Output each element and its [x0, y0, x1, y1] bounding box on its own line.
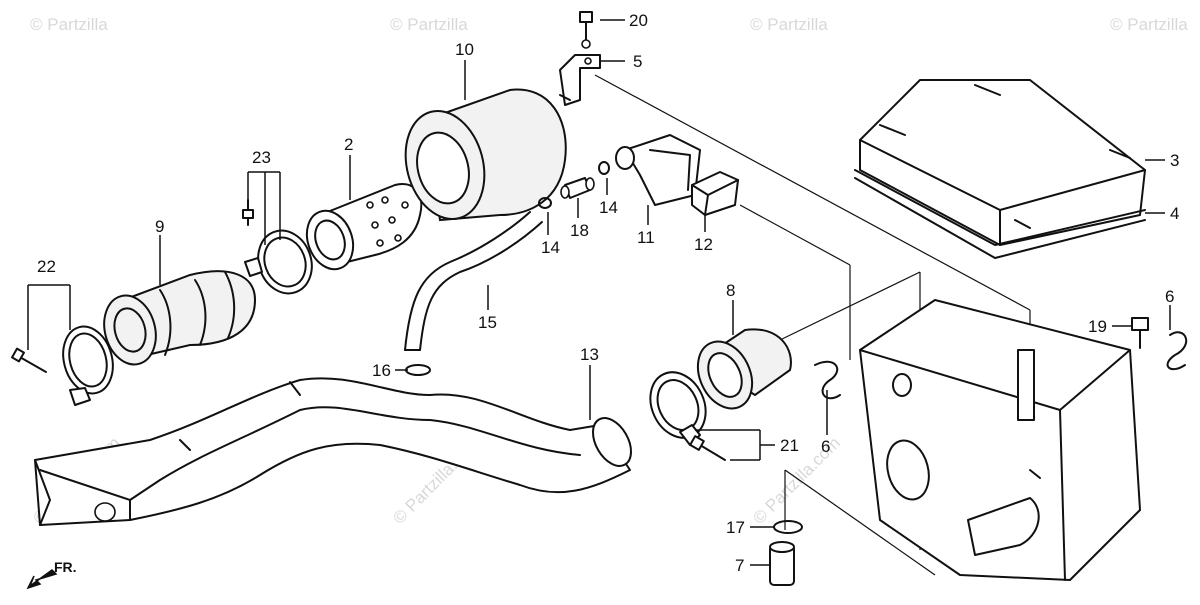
spring-clip-2	[1166, 331, 1188, 371]
case-bolt	[1131, 317, 1149, 349]
spring-clip	[814, 360, 841, 400]
callout-21: 21	[780, 436, 799, 455]
callout-10: 10	[455, 40, 474, 59]
callout-14: 14	[599, 198, 618, 217]
callout-11: 11	[637, 228, 655, 247]
air-cleaner-case	[859, 299, 1141, 581]
front-direction-indicator: FR.	[26, 559, 77, 590]
callout-12: 12	[694, 235, 713, 254]
front-label: FR.	[54, 559, 77, 575]
leader-lines	[27, 19, 1171, 566]
mounting-bracket	[559, 54, 601, 106]
front-arrow-icon	[26, 569, 58, 590]
clamp-screw-2	[242, 199, 254, 226]
callout-2: 2	[344, 135, 353, 154]
clamp-screw	[11, 347, 47, 373]
element-holder	[305, 183, 423, 271]
intake-duct	[34, 377, 632, 526]
valve-housing	[615, 134, 701, 206]
tube-clip	[405, 364, 431, 376]
watermark: © Partzilla	[390, 15, 468, 34]
drain-plug	[769, 541, 795, 586]
callout-13: 13	[580, 345, 599, 364]
callout-8: 8	[726, 281, 735, 300]
hose-clamp-3	[649, 371, 707, 446]
hose-fitting	[560, 177, 595, 199]
callout-3: 3	[1170, 151, 1179, 170]
callout-20: 20	[629, 11, 648, 30]
callout-6: 6	[821, 437, 830, 456]
callout-7: 7	[735, 556, 744, 575]
callout-17: 17	[726, 518, 745, 537]
air-filter-element	[404, 88, 567, 222]
hose-clamp-2	[244, 229, 313, 295]
foam-pad	[691, 171, 739, 216]
callout-14: 14	[541, 238, 560, 257]
callout-22: 22	[37, 257, 56, 276]
connecting-tube	[696, 328, 792, 410]
callout-23: 23	[252, 148, 271, 167]
callout-5: 5	[633, 52, 642, 71]
air-cleaner-cover	[859, 79, 1146, 246]
callout-9: 9	[155, 217, 164, 236]
callout-19: 19	[1088, 317, 1107, 336]
cover-gasket	[854, 169, 1146, 259]
hose-clip	[538, 197, 552, 209]
clamp-screw-3	[689, 435, 726, 461]
callout-6: 6	[1165, 287, 1174, 306]
callout-numbers: 20 5 10 3 4 2 23 9 22 14 14 18 11 12 15 …	[37, 11, 1179, 575]
drain-clip	[773, 520, 803, 534]
drain-hose	[404, 211, 543, 351]
watermark: © Partzilla	[750, 15, 828, 34]
hose-clamp	[62, 325, 114, 406]
callout-18: 18	[570, 221, 589, 240]
air-boot	[103, 270, 257, 366]
bracket-bolt	[579, 11, 593, 49]
callout-16: 16	[372, 361, 391, 380]
callout-4: 4	[1170, 204, 1179, 223]
callout-15: 15	[478, 313, 497, 332]
hose-clip-2	[598, 161, 610, 175]
watermark: © Partzilla	[30, 15, 108, 34]
watermark: © Partzilla	[1110, 15, 1188, 34]
